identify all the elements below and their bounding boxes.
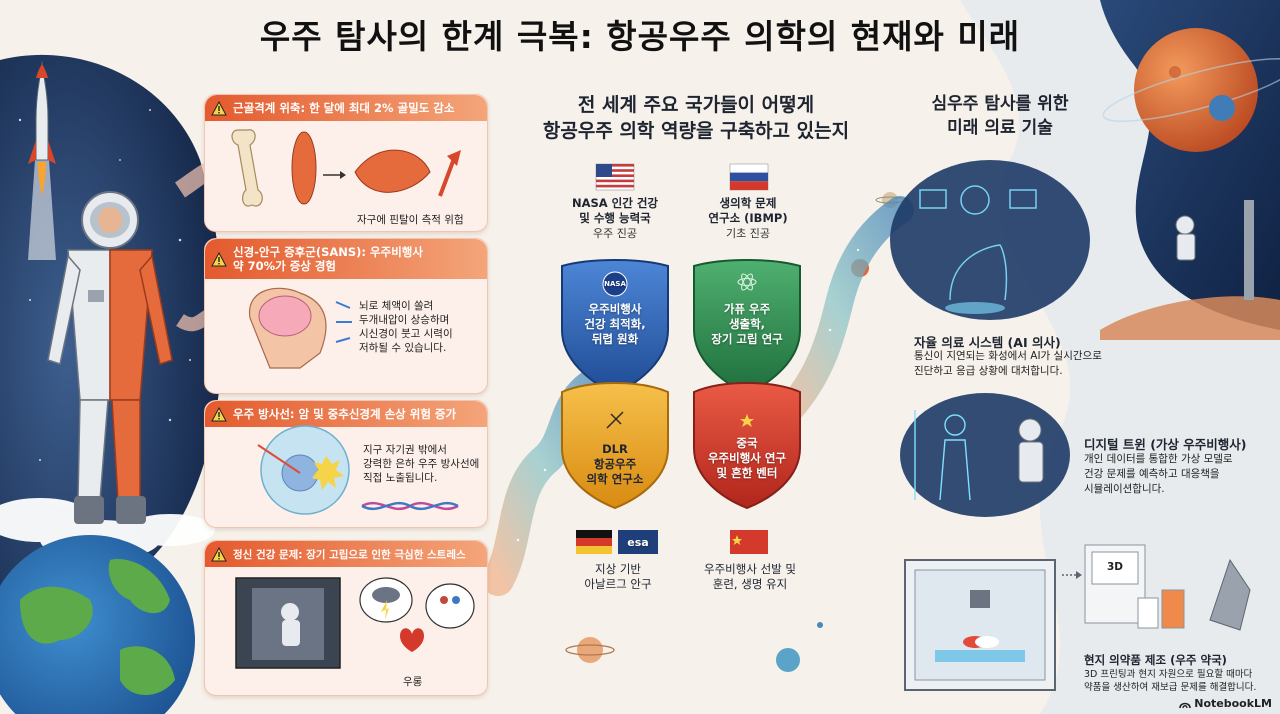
pharmacy-3d-label: 3D bbox=[1107, 561, 1124, 573]
shield-dlr bbox=[561, 382, 669, 510]
tech-title-pharmacy: 현지 의약품 제조 (우주 약국) bbox=[1084, 653, 1227, 667]
digital-twin-illustration bbox=[900, 393, 1070, 517]
esa-logo-text: esa bbox=[627, 536, 649, 549]
esa-logo-icon bbox=[618, 530, 658, 554]
warning-icon bbox=[211, 251, 227, 266]
tech-title-digital-twin: 디지털 트윈 (가상 우주비행사) bbox=[1084, 437, 1247, 452]
risk-header: 우주 방사선: 암 및 중추신경계 손상 위험 증가 bbox=[205, 401, 487, 427]
shield-text-nasa: 우주비행사 건강 최적화, 뒤렵 원화 bbox=[584, 302, 646, 346]
tech-desc-digital-twin: 개인 데이터를 통합한 가상 모델로 건강 문제를 예측하고 대응책을 시뮬레이… bbox=[1084, 453, 1233, 495]
right-section-title: 심우주 탐사를 위한 미래 의료 기술 bbox=[931, 94, 1069, 138]
risk-header: 신경-안구 증후군(SANS): 우주비행사 약 70%가 증상 경험 bbox=[205, 239, 487, 279]
agency-label-dlr: 지상 기반 아날르그 안구 bbox=[584, 562, 652, 591]
page-title: 우주 탐사의 한계 극복: 항공우주 의학의 현재와 미래 bbox=[259, 17, 1021, 56]
risk-header: 정신 건강 문제: 장기 고립으로 인한 극심한 스트레스 bbox=[205, 541, 487, 567]
notebooklm-logo: NotebookLM bbox=[1179, 697, 1272, 710]
notebooklm-logo-icon bbox=[1179, 702, 1192, 708]
mars-icon bbox=[1134, 28, 1258, 152]
middle-section-title: 전 세계 주요 국가들이 어떻게 항공우주 의학 역량을 구축하고 있는지 bbox=[542, 94, 850, 142]
risk-header-text: 정신 건강 문제: 장기 고립으로 인한 극심한 스트레스 bbox=[233, 548, 466, 561]
pharmacy-illustration bbox=[1084, 544, 1251, 631]
astronaut-figure bbox=[47, 191, 173, 524]
nasa-badge-text: NASA bbox=[604, 280, 626, 288]
warning-icon bbox=[211, 406, 227, 421]
usa-flag-icon bbox=[595, 163, 635, 191]
shield-cnsa bbox=[693, 382, 801, 510]
tech-desc-pharmacy: 3D 프린팅과 현지 자원으로 필요할 때마다 약품을 생산하여 재보급 문제를… bbox=[1084, 669, 1257, 693]
ai-doctor-illustration bbox=[890, 160, 1090, 320]
risk-header-line2: 약 70%가 증상 경험 bbox=[233, 259, 337, 273]
risk-header-text: 근골격계 위축: 한 달에 최대 2% 골밀도 감소 bbox=[233, 101, 455, 115]
risk-caption: 우롱 bbox=[403, 676, 423, 688]
shield-nasa bbox=[561, 259, 669, 396]
shield-text-dlr: DLR 항공우주 의학 연구소 bbox=[586, 442, 644, 486]
3d-printer-illustration bbox=[904, 559, 1056, 691]
risk-header: 근골격계 위축: 한 달에 최대 2% 골밀도 감소 bbox=[205, 95, 487, 121]
germany-flag-icon bbox=[576, 530, 612, 554]
warning-icon bbox=[211, 100, 227, 115]
risk-card-radiation: 우주 방사선: 암 및 중추신경계 손상 위험 증가 지구 자기권 밖에서 강력… bbox=[204, 400, 488, 528]
shield-text-ibmp: 가퓨 우주 생출학, 장기 고립 연구 bbox=[711, 302, 783, 346]
agency-label-ibmp: 생의학 문제 연구소 (IBMP) 기초 진공 bbox=[708, 196, 788, 240]
shield-ibmp bbox=[693, 259, 801, 396]
shield-text-cnsa: 중국 우주비행사 연구 및 흔한 벤터 bbox=[707, 436, 787, 480]
russia-flag-icon bbox=[729, 163, 769, 191]
agency-label-cnsa: 우주비행사 선발 및 훈련, 생명 유지 bbox=[704, 562, 796, 591]
tech-title-ai-doctor: 자율 의료 시스템 (AI 의사) bbox=[914, 335, 1061, 350]
agency-label-nasa: NASA 인간 건강 및 수행 능력국 우주 진공 bbox=[571, 196, 659, 240]
risk-caption: 자구에 핀탈이 측적 위험 bbox=[357, 214, 464, 226]
risk-card-mental-health: 정신 건강 문제: 장기 고립으로 인한 극심한 스트레스 우롱 bbox=[204, 540, 488, 696]
risk-card-musculoskeletal: 근골격계 위축: 한 달에 최대 2% 골밀도 감소 자구에 핀탈이 측적 위험 bbox=[204, 94, 488, 232]
tech-desc-ai-doctor: 통신이 지연되는 화성에서 AI가 실시간으로 진단하고 응급 상황에 대처합니… bbox=[914, 350, 1102, 377]
risk-card-sans: 신경-안구 증후군(SANS): 우주비행사 약 70%가 증상 경험 뇌로 체… bbox=[204, 238, 488, 394]
china-flag-icon bbox=[730, 530, 768, 554]
rocket-icon bbox=[28, 60, 56, 260]
risk-header-line1: 신경-안구 증후군(SANS): 우주비행사 bbox=[233, 245, 423, 259]
risk-description: 지구 자기권 밖에서 강력한 은하 우주 방사선에 직접 노출됩니다. bbox=[363, 444, 480, 484]
risk-header-text: 우주 방사선: 암 및 중추신경계 손상 위험 증가 bbox=[233, 407, 457, 421]
risk-description: 뇌로 체액이 쏠려 두개내압이 상승하며 시신경이 붓고 시력이 저하될 수 있… bbox=[359, 300, 453, 354]
warning-icon bbox=[211, 546, 227, 561]
